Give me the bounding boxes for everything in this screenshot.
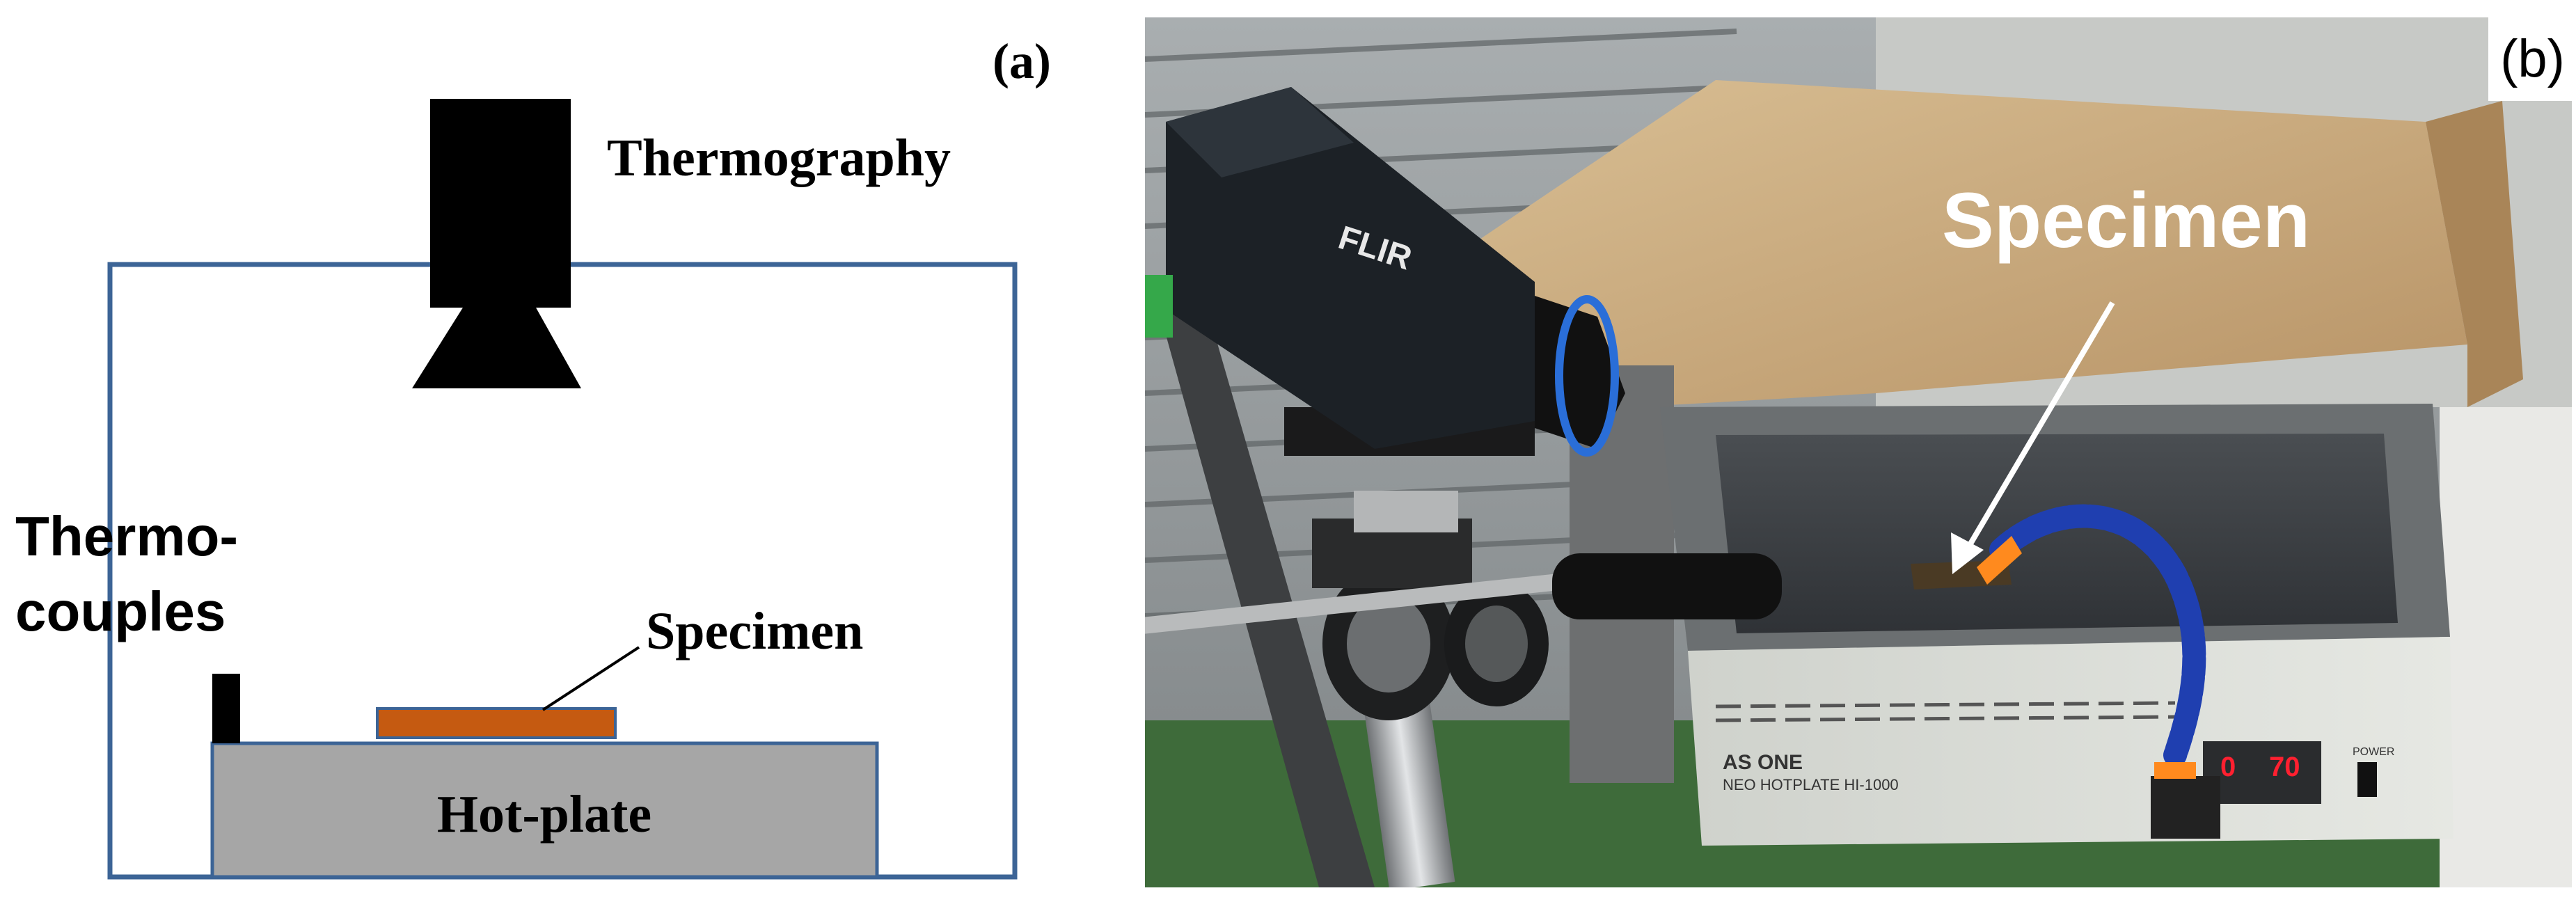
thermography-camera-body xyxy=(430,99,571,308)
cardboard-side xyxy=(2426,101,2523,407)
hose-orange-ring xyxy=(2154,762,2196,779)
hose-nozzle xyxy=(1977,536,2022,585)
camera-lens xyxy=(1535,296,1625,449)
power-switch xyxy=(2357,762,2377,797)
hotplate-vent-lines xyxy=(1715,701,2176,722)
power-label: POWER xyxy=(2353,746,2394,758)
panel-b-label-box xyxy=(2488,17,2572,101)
photo-illustration-svg: AS ONE NEO HOTPLATE HI-1000 0 70 POWER xyxy=(1145,17,2572,887)
hotplate-plate xyxy=(1716,434,2398,633)
hotplate-label: Hot-plate xyxy=(437,785,651,844)
hotplate-brand-text: AS ONE xyxy=(1723,751,1803,774)
camera-terminal-block xyxy=(1145,275,1173,338)
control-display-panel xyxy=(2203,741,2321,804)
schematic-svg: (a) Thermography Thermo- couples Specime… xyxy=(15,33,1051,880)
specimen-arrow-line xyxy=(1960,301,2115,559)
thermocouple-probe xyxy=(212,674,240,743)
tripod-head xyxy=(1312,491,1549,720)
specimen-block xyxy=(376,707,617,739)
thermocouples-label-line2: couples xyxy=(15,580,226,642)
hotplate-block xyxy=(210,741,879,879)
specimen-photo-label: Specimen xyxy=(1942,177,2310,264)
tripod-pole xyxy=(1363,695,1455,887)
white-cloth xyxy=(2440,407,2572,887)
panel-b-photo: AS ONE NEO HOTPLATE HI-1000 0 70 POWER xyxy=(1145,17,2572,887)
panel-b-label: (b) xyxy=(2500,29,2565,88)
hotplate-body xyxy=(1688,637,2453,846)
metal-rack xyxy=(1159,310,1375,887)
panel-a-label: (a) xyxy=(993,33,1051,89)
hotplate-model-text: NEO HOTPLATE HI-1000 xyxy=(1723,776,1899,793)
tripod-handle xyxy=(1145,553,1782,635)
hose-base xyxy=(2151,776,2220,839)
coolant-hose xyxy=(1977,504,2220,839)
thermocouples-label-line1: Thermo- xyxy=(15,505,238,567)
display-left-value: 0 xyxy=(2220,752,2236,782)
thermography-camera-lens xyxy=(412,308,581,388)
specimen-leader-line xyxy=(542,646,640,711)
camera-lens-ring xyxy=(1555,295,1619,457)
cardboard-lid xyxy=(1437,80,2467,407)
panel-a-schematic: (a) Thermography Thermo- couples Specime… xyxy=(0,0,1114,899)
flir-camera: FLIR xyxy=(1145,87,1625,457)
thermography-label: Thermography xyxy=(607,129,951,187)
specimen-label: Specimen xyxy=(646,602,863,660)
display-right-value: 70 xyxy=(2269,752,2300,782)
specimen-arrow-head xyxy=(1951,532,1984,574)
